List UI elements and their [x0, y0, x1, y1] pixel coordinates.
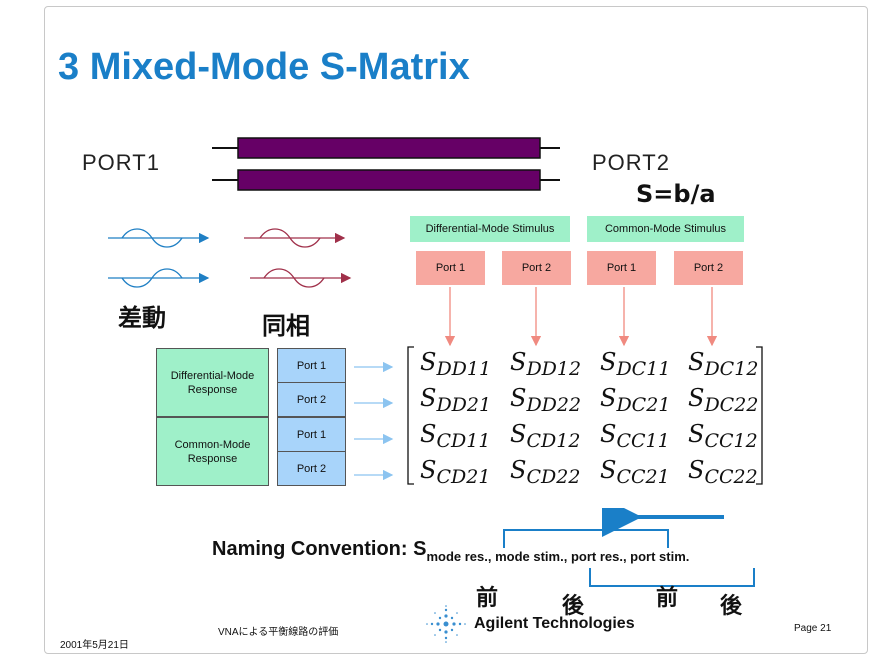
response-port-box: Port 2: [277, 451, 346, 486]
matrix-entry: SCD12: [510, 420, 581, 452]
naming-brackets: [503, 508, 755, 587]
footer-doc-title: VNAによる平衡線路の評価: [218, 627, 339, 638]
differential-caption: 差動: [118, 304, 166, 332]
upper-line-conductor: [237, 137, 541, 159]
matrix-entry: SDC22: [688, 384, 759, 416]
common-stimulus-header: Common-Mode Stimulus: [587, 216, 744, 242]
matrix-entry: SDD22: [510, 384, 582, 416]
port2-label: PORT2: [592, 150, 670, 175]
matrix-entry: SDC11: [600, 348, 671, 380]
response-port-box: Port 1: [277, 348, 346, 383]
naming-convention: Naming Convention: Smode res., mode stim…: [212, 538, 690, 564]
differential-response-box: Differential-Mode Response: [156, 348, 269, 417]
naming-mark: 前: [656, 586, 679, 611]
page-number: Page 21: [794, 623, 832, 634]
matrix-entry: SCD21: [420, 456, 491, 488]
stimulus-port-box: Port 1: [587, 251, 656, 285]
matrix-entry: SDD12: [510, 348, 582, 380]
common-wave-bottom: [250, 268, 352, 288]
response-port-box: Port 1: [277, 417, 346, 452]
mapping-arrows: [354, 287, 718, 481]
matrix-entry: SDD21: [420, 384, 492, 416]
agilent-spark-icon: [426, 605, 466, 643]
footer-date: 2001年5月21日: [60, 640, 129, 651]
matrix-entry: SCC11: [600, 420, 670, 452]
matrix-entry: SDD11: [420, 348, 492, 380]
company-name: Agilent Technologies: [474, 615, 635, 632]
differential-wave-bottom: [108, 268, 210, 288]
stimulus-port-box: Port 1: [416, 251, 485, 285]
stimulus-port-box: Port 2: [674, 251, 743, 285]
common-response-box: Common-Mode Response: [156, 417, 269, 486]
differential-stimulus-header: Differential-Mode Stimulus: [410, 216, 570, 242]
matrix-entry: SCD22: [510, 456, 581, 488]
naming-mark: 後: [562, 594, 585, 619]
matrix-entry: SDC21: [600, 384, 671, 416]
port1-label: PORT1: [82, 150, 160, 175]
common-caption: 同相: [262, 312, 310, 340]
stimulus-port-box: Port 2: [502, 251, 571, 285]
matrix-entry: SCC21: [600, 456, 670, 488]
transmission-line-diagram: [212, 137, 560, 191]
matrix-brackets: [407, 346, 763, 485]
mode-waves: [108, 228, 352, 288]
formula-label: S=b/a: [636, 180, 716, 208]
matrix-entry: SDC12: [688, 348, 759, 380]
matrix-entry: SCC12: [688, 420, 758, 452]
naming-mark: 前: [476, 586, 499, 611]
matrix-entry: SCC22: [688, 456, 758, 488]
matrix-entry: SCD11: [420, 420, 491, 452]
slide-frame: [44, 6, 868, 654]
naming-mark: 後: [720, 594, 743, 619]
common-wave-top: [244, 228, 346, 248]
differential-wave-top: [108, 228, 210, 248]
slide-title: 3 Mixed-Mode S-Matrix: [58, 46, 470, 88]
lower-line-conductor: [237, 169, 541, 191]
response-port-box: Port 2: [277, 382, 346, 417]
